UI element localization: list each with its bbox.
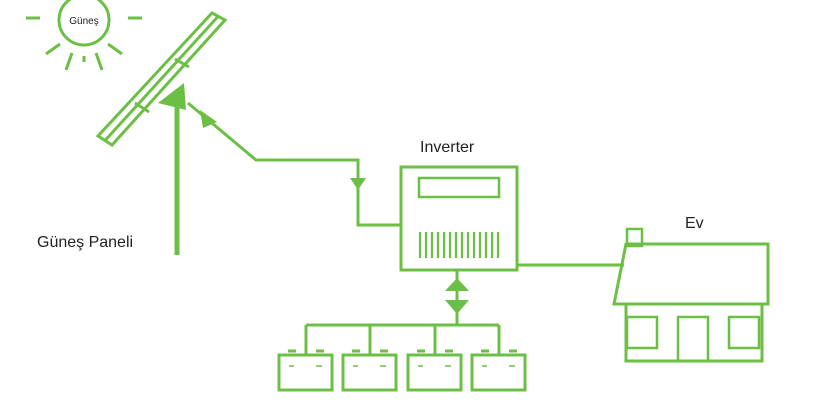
house-label: Ev (685, 215, 704, 232)
house-icon (612, 227, 770, 363)
battery-icon (406, 349, 463, 392)
battery-icon (470, 349, 527, 392)
flow-arrow-icon (200, 110, 217, 128)
up-arrow-icon (445, 278, 469, 291)
inverter-box (399, 165, 519, 272)
solar-panel-label: Güneş Paneli (37, 234, 133, 251)
inverter-label: Inverter (420, 139, 475, 156)
battery-icon (341, 349, 398, 392)
inverter-vents (418, 232, 500, 258)
sun-label: Güneş (69, 16, 98, 27)
battery-bus (304, 323, 501, 355)
sun-icon: Güneş (26, 0, 142, 71)
battery-icon (277, 349, 334, 392)
down-arrow-icon (445, 300, 469, 314)
flow-arrow-icon (350, 178, 366, 190)
panel-inverter-wire (187, 101, 401, 227)
panel-mount (158, 83, 186, 110)
solar-panel (95, 11, 228, 255)
